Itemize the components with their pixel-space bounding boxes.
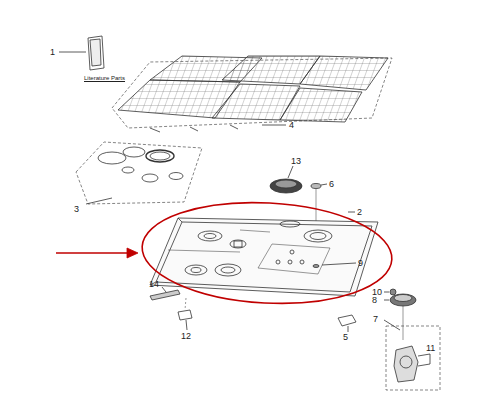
callout-number: 6: [329, 180, 334, 189]
part-name: Literature Parts: [84, 75, 125, 81]
callout-number: 12: [181, 332, 191, 341]
callout-number: 14: [149, 280, 159, 289]
callout-number: 2: [357, 208, 362, 217]
callout-number: 9: [358, 259, 363, 268]
callout-number: 4: [289, 121, 294, 130]
callout-number: 1: [50, 48, 55, 57]
callout-number: 3: [74, 205, 79, 214]
callout-number: 8: [372, 296, 377, 305]
callout-number: 11: [426, 344, 435, 353]
callout-number: 5: [343, 333, 348, 342]
callout-number: 13: [291, 157, 301, 166]
callout-number: 7: [373, 315, 378, 324]
